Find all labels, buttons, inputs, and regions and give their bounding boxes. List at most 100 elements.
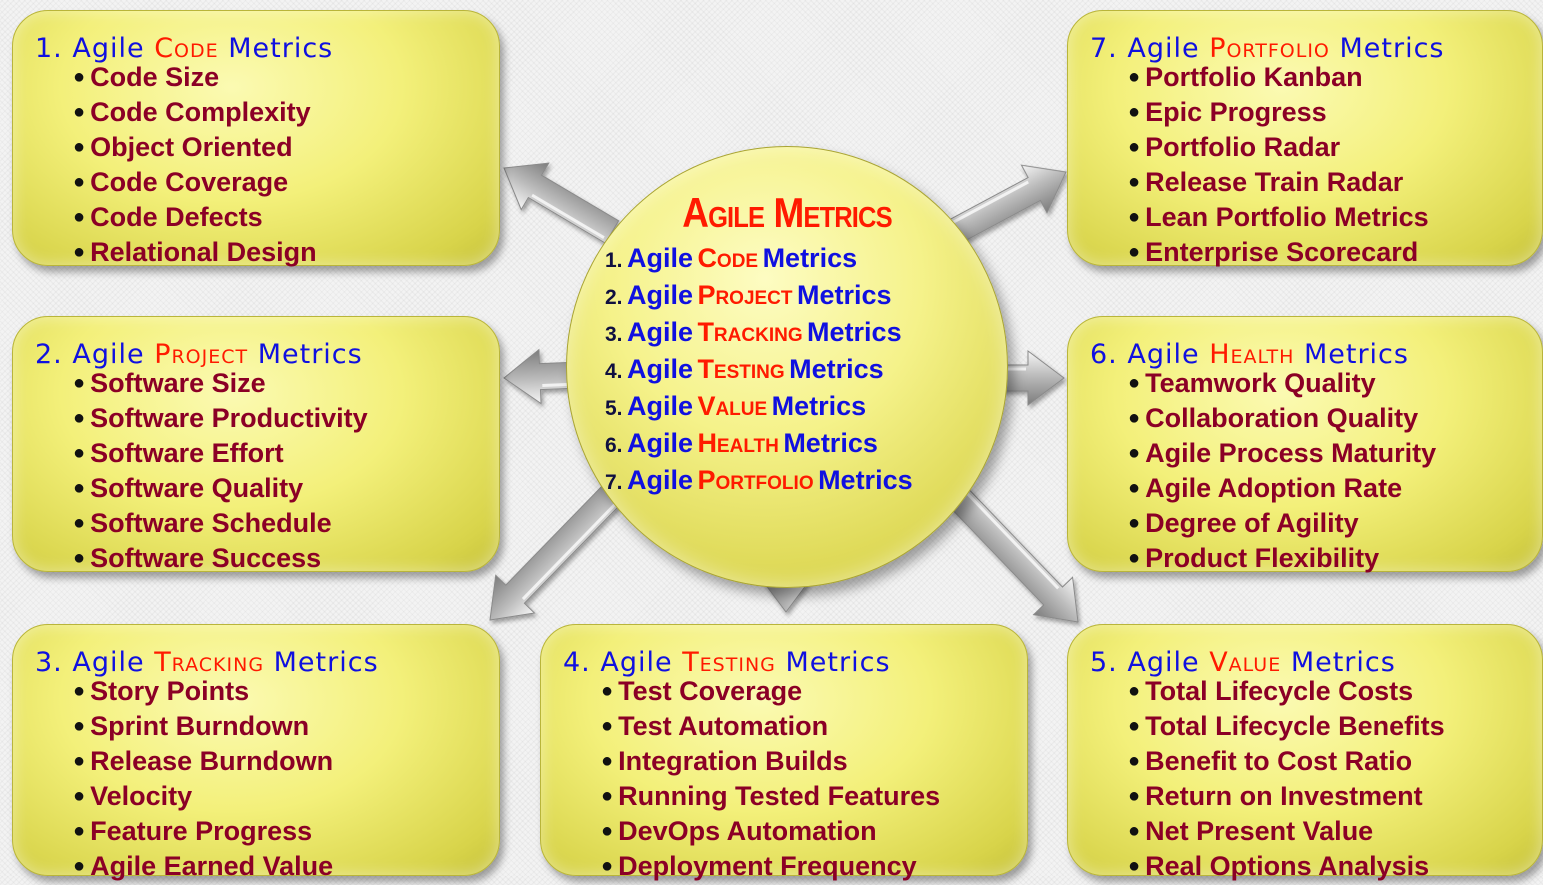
health-metrics-heading: 6. Agile Health Metrics [1090, 339, 1409, 370]
list-item: ●Collaboration Quality [1128, 403, 1419, 433]
bullet-dot-icon: ● [1128, 512, 1141, 534]
center-metrics-list: 1. Agile Code Metrics 2. Agile Project M… [605, 242, 913, 501]
list-item: ●Agile Adoption Rate [1128, 473, 1403, 503]
bullet-dot-icon: ● [73, 785, 86, 807]
portfolio-metrics-box: 7. Agile Portfolio Metrics ●Portfolio Ka… [1067, 10, 1543, 267]
list-item: ●Story Points [73, 676, 250, 706]
list-item: ●Real Options Analysis [1128, 851, 1430, 881]
center-title: Agile Metrics [682, 189, 892, 236]
testing-metrics-list: ●Test Coverage ●Test Automation ●Integra… [601, 675, 940, 885]
list-item: ●Relational Design [73, 237, 317, 267]
list-item: ●Software Size [73, 368, 266, 398]
bullet-dot-icon: ● [1128, 66, 1141, 88]
bullet-dot-icon: ● [73, 547, 86, 569]
arrow-to-code-metrics-shape [503, 162, 620, 244]
arrow-to-portfolio-metrics-icon [947, 164, 1067, 245]
list-item: ●Agile Earned Value [73, 851, 334, 881]
bullet-dot-icon: ● [73, 241, 86, 263]
list-item: ●Net Present Value [1128, 816, 1374, 846]
list-item: 3. Agile Tracking Metrics [605, 317, 902, 347]
arrow-to-portfolio-metrics-highlight [952, 180, 1029, 224]
project-metrics-box: 2. Agile Project Metrics ●Software Size … [12, 316, 500, 573]
bullet-dot-icon: ● [1128, 372, 1141, 394]
list-item: ●Release Burndown [73, 746, 334, 776]
bullet-dot-icon: ● [73, 512, 86, 534]
bullet-dot-icon: ● [73, 171, 86, 193]
bullet-dot-icon: ● [1128, 680, 1141, 702]
bullet-dot-icon: ● [73, 855, 86, 877]
list-item: ●Enterprise Scorecard [1128, 237, 1419, 267]
list-item: ●Object Oriented [73, 132, 293, 162]
bullet-dot-icon: ● [601, 680, 614, 702]
list-item: ●Portfolio Kanban [1128, 62, 1363, 92]
list-item: ●Portfolio Radar [1128, 132, 1341, 162]
bullet-dot-icon: ● [73, 136, 86, 158]
bullet-dot-icon: ● [1128, 477, 1141, 499]
arrow-to-portfolio-metrics-shape [947, 164, 1067, 245]
list-item: ●Deployment Frequency [601, 851, 917, 881]
value-metrics-box: 5. Agile Value Metrics ●Total Lifecycle … [1067, 624, 1543, 881]
list-item: ●Release Train Radar [1128, 167, 1404, 197]
bullet-dot-icon: ● [1128, 407, 1141, 429]
bullet-dot-icon: ● [73, 680, 86, 702]
arrow-to-tracking-metrics-shape [489, 468, 639, 621]
bullet-dot-icon: ● [73, 206, 86, 228]
list-item: ●Product Flexibility [1128, 543, 1380, 573]
bullet-dot-icon: ● [1128, 785, 1141, 807]
list-item: ●Software Productivity [73, 403, 368, 433]
bullet-dot-icon: ● [73, 372, 86, 394]
list-item: ●Test Automation [601, 711, 829, 741]
agile-metrics-center-circle: Agile Metrics 1. Agile Code Metrics 2. A… [566, 146, 1008, 588]
list-item: ●Software Success [73, 543, 322, 573]
list-item: ●Integration Builds [601, 746, 848, 776]
list-item: 5. Agile Value Metrics [605, 391, 867, 421]
list-item: ●Benefit to Cost Ratio [1128, 746, 1413, 776]
list-item: ●Lean Portfolio Metrics [1128, 202, 1429, 232]
arrow-to-tracking-metrics-icon [489, 468, 639, 621]
bullet-dot-icon: ● [1128, 750, 1141, 772]
bullet-dot-icon: ● [1128, 547, 1141, 569]
arrow-to-tracking-metrics-highlight [521, 486, 633, 601]
project-metrics-heading: 2. Agile Project Metrics [35, 339, 363, 370]
code-metrics-box: 1. Agile Code Metrics ●Code Size ●Code C… [12, 10, 500, 267]
list-item: ●DevOps Automation [601, 816, 877, 846]
code-metrics-heading: 1. Agile Code Metrics [35, 33, 334, 64]
list-item: ●Return on Investment [1128, 781, 1423, 811]
health-metrics-box: 6. Agile Health Metrics ●Teamwork Qualit… [1067, 316, 1543, 573]
bullet-dot-icon: ● [601, 820, 614, 842]
code-metrics-list: ●Code Size ●Code Complexity ●Object Orie… [73, 61, 317, 271]
bullet-dot-icon: ● [601, 855, 614, 877]
value-metrics-list: ●Total Lifecycle Costs ●Total Lifecycle … [1128, 675, 1445, 885]
bullet-dot-icon: ● [601, 715, 614, 737]
list-item: ●Feature Progress [73, 816, 313, 846]
bullet-dot-icon: ● [1128, 206, 1141, 228]
list-item: ●Total Lifecycle Costs [1128, 676, 1414, 706]
list-item: 4. Agile Testing Metrics [605, 354, 884, 384]
list-item: ●Code Defects [73, 202, 263, 232]
testing-metrics-box: 4. Agile Testing Metrics ●Test Coverage … [540, 624, 1028, 881]
bullet-dot-icon: ● [1128, 136, 1141, 158]
tracking-metrics-list: ●Story Points ●Sprint Burndown ●Release … [73, 675, 333, 885]
bullet-dot-icon: ● [1128, 101, 1141, 123]
list-item: ●Epic Progress [1128, 97, 1327, 127]
list-item: ●Test Coverage [601, 676, 803, 706]
testing-metrics-heading: 4. Agile Testing Metrics [563, 647, 891, 678]
health-metrics-list: ●Teamwork Quality ●Collaboration Quality… [1128, 367, 1436, 577]
bullet-dot-icon: ● [1128, 820, 1141, 842]
list-item: ●Software Schedule [73, 508, 332, 538]
list-item: ●Velocity [73, 781, 193, 811]
bullet-dot-icon: ● [73, 715, 86, 737]
bullet-dot-icon: ● [1128, 442, 1141, 464]
project-metrics-list: ●Software Size ●Software Productivity ●S… [73, 367, 368, 577]
bullet-dot-icon: ● [73, 442, 86, 464]
list-item: 2. Agile Project Metrics [605, 280, 892, 310]
bullet-dot-icon: ● [73, 101, 86, 123]
portfolio-metrics-list: ●Portfolio Kanban ●Epic Progress ●Portfo… [1128, 61, 1429, 271]
arrow-to-code-metrics-icon [503, 162, 620, 244]
bullet-dot-icon: ● [1128, 715, 1141, 737]
tracking-metrics-box: 3. Agile Tracking Metrics ●Story Points … [12, 624, 500, 881]
list-item: 1. Agile Code Metrics [605, 243, 858, 273]
list-item: ●Software Effort [73, 438, 284, 468]
bullet-dot-icon: ● [601, 785, 614, 807]
list-item: ●Total Lifecycle Benefits [1128, 711, 1445, 741]
